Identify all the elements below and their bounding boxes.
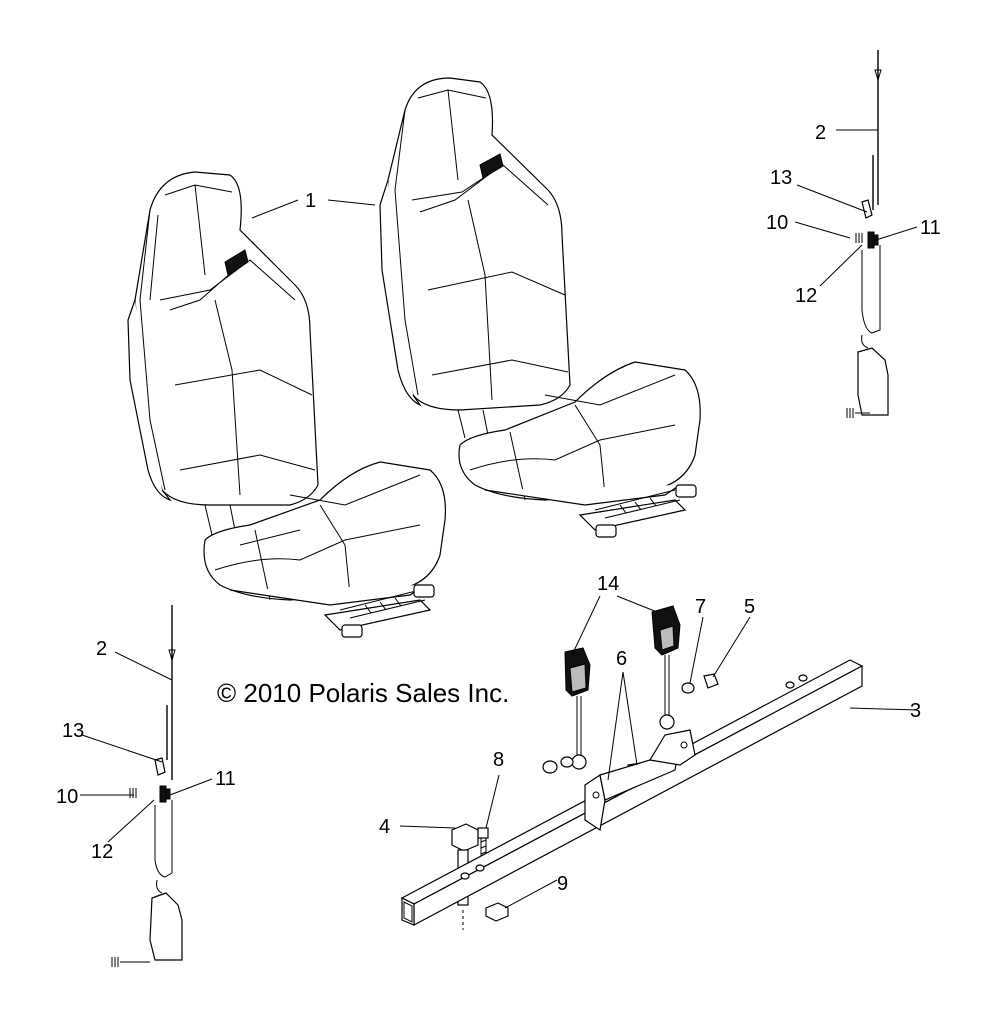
callout-labels: 1 2 13 10 11 12 2 13 10 11 12 14 7 5 6 3… (56, 122, 941, 895)
callout-4: 4 (379, 816, 390, 838)
belt-assembly-top-right (846, 50, 889, 418)
callout-2-bottom: 2 (96, 638, 107, 660)
callout-11-top: 11 (920, 217, 941, 239)
belt-assembly-bottom-left (111, 605, 183, 967)
callout-9: 9 (557, 873, 568, 895)
callout-12-top: 12 (795, 285, 817, 307)
callout-10-bottom: 10 (56, 786, 78, 808)
callout-11-bottom: 11 (215, 768, 236, 790)
copyright-notice: © 2010 Polaris Sales Inc. (217, 678, 509, 708)
callout-5: 5 (744, 596, 755, 618)
right-seat (379, 77, 701, 538)
callout-12-bottom: 12 (91, 841, 113, 863)
callout-2-top: 2 (815, 122, 826, 144)
cross-bar (400, 659, 864, 927)
callout-8: 8 (493, 749, 504, 771)
buckle-right (651, 605, 681, 730)
buckle-left (564, 647, 591, 770)
callout-6: 6 (616, 648, 627, 670)
callout-1: 1 (305, 190, 316, 212)
callout-3: 3 (910, 700, 921, 722)
left-seat (127, 171, 447, 638)
callout-7: 7 (695, 596, 706, 618)
callout-13-top: 13 (770, 167, 792, 189)
callout-14: 14 (597, 573, 619, 595)
callout-10-top: 10 (766, 212, 788, 234)
leader-lines (80, 129, 918, 909)
callout-13-bottom: 13 (62, 720, 84, 742)
